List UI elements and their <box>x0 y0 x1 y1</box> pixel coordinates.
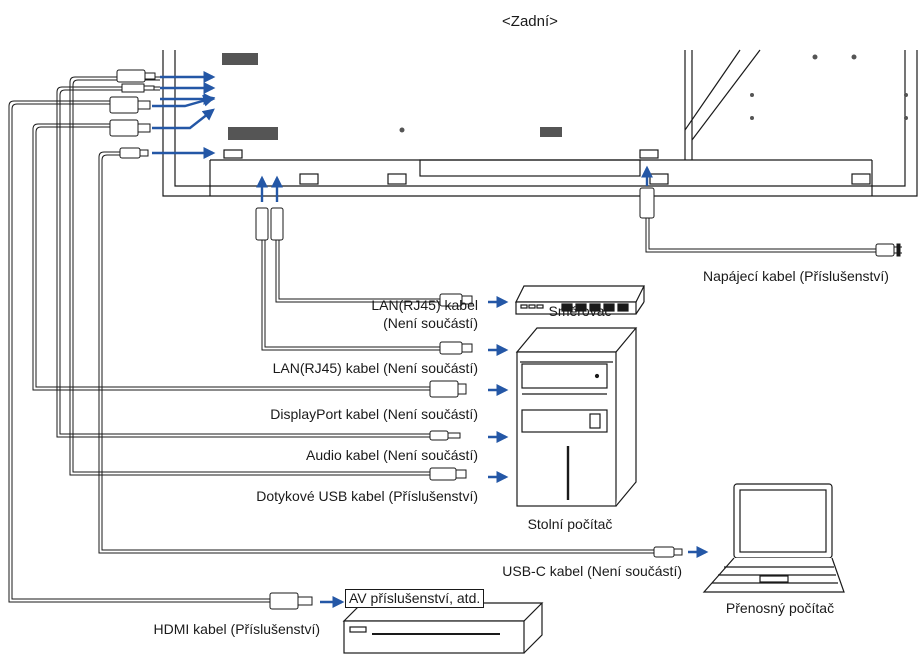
connectors-monitor-side <box>109 69 655 241</box>
laptop-label: Přenosný počítač <box>725 600 835 616</box>
laptop-icon <box>702 483 845 593</box>
page-title: <Zadní> <box>502 13 558 30</box>
connectors-device-side <box>269 243 902 610</box>
lan-cable-2-label: LAN(RJ45) kabel (Není součástí) <box>272 360 478 376</box>
power-plug-icon <box>896 243 901 257</box>
hdmi-cable-label: HDMI kabel (Příslušenství) <box>153 621 320 637</box>
lan-cable-1-label: LAN(RJ45) kabel <box>371 297 478 313</box>
power-cable-label: Napájecí kabel (Příslušenství) <box>703 268 889 284</box>
desktop-pc-label: Stolní počítač <box>527 516 613 532</box>
touch-usb-cable-label: Dotykové USB kabel (Příslušenství) <box>256 488 478 504</box>
desktop-pc-icon <box>515 327 638 507</box>
left-cables <box>8 76 876 603</box>
arrows <box>152 71 709 608</box>
audio-cable-label: Audio kabel (Není součástí) <box>306 447 478 463</box>
router-icon <box>515 285 645 315</box>
router-label: Směrovač <box>548 303 612 319</box>
displayport-cable-label: DisplayPort kabel (Není součástí) <box>270 406 478 422</box>
monitor-vents <box>222 53 908 140</box>
lan-cable-1-note: (Není součástí) <box>383 315 478 331</box>
av-equipment-label: AV příslušenství, atd. <box>345 589 485 608</box>
usbc-cable-label: USB-C kabel (Není součástí) <box>502 563 682 579</box>
monitor-rear <box>162 49 918 197</box>
av-equipment-icon <box>342 602 544 654</box>
